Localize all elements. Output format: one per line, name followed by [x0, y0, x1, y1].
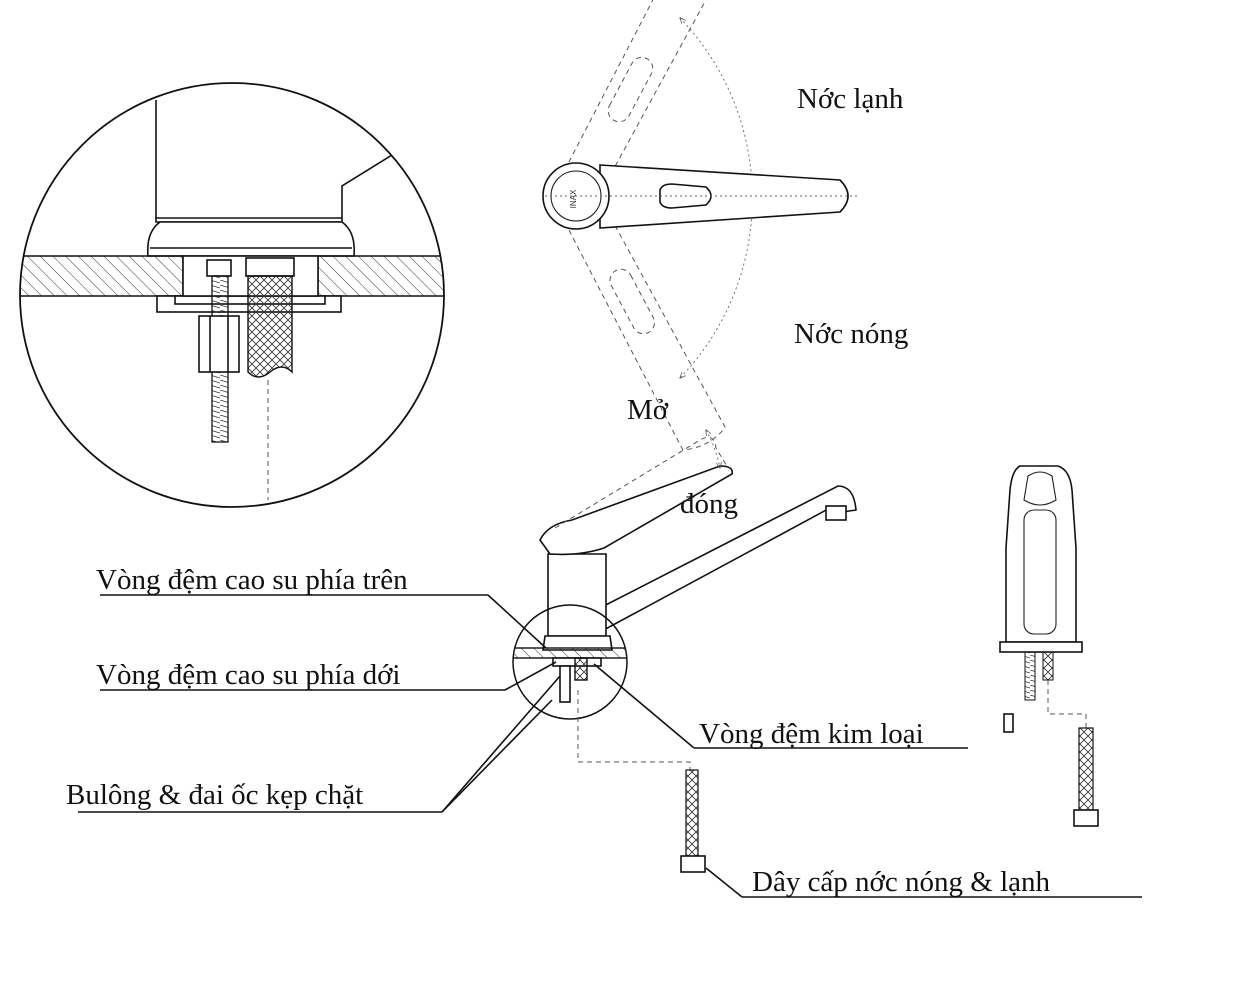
supply-hose-label: Dây cấp nớc nóng & lạnh [752, 866, 1051, 898]
open-label: Mở [627, 394, 669, 426]
faucet-side-view [512, 430, 857, 873]
metal-washer-label: Vòng đệm kim loại [699, 718, 924, 750]
clamp-bolt-nut-label: Bulông & đai ốc kẹp chặt [66, 779, 363, 811]
faucet-front-view [999, 465, 1099, 827]
upper-rubber-washer-label: Vòng đệm cao su phía trên [96, 564, 408, 596]
handle-logo: INAX [569, 189, 578, 208]
leader-lines [78, 594, 1142, 898]
lower-rubber-washer-label: Vòng đệm cao su phía dới [96, 659, 400, 691]
hot-water-label: Nớc nóng [794, 318, 908, 350]
cold-water-label: Nớc lạnh [797, 83, 904, 115]
handle-top-view: INAX [542, 0, 860, 451]
close-label: đóng [680, 488, 738, 520]
detail-magnifier [19, 82, 445, 508]
